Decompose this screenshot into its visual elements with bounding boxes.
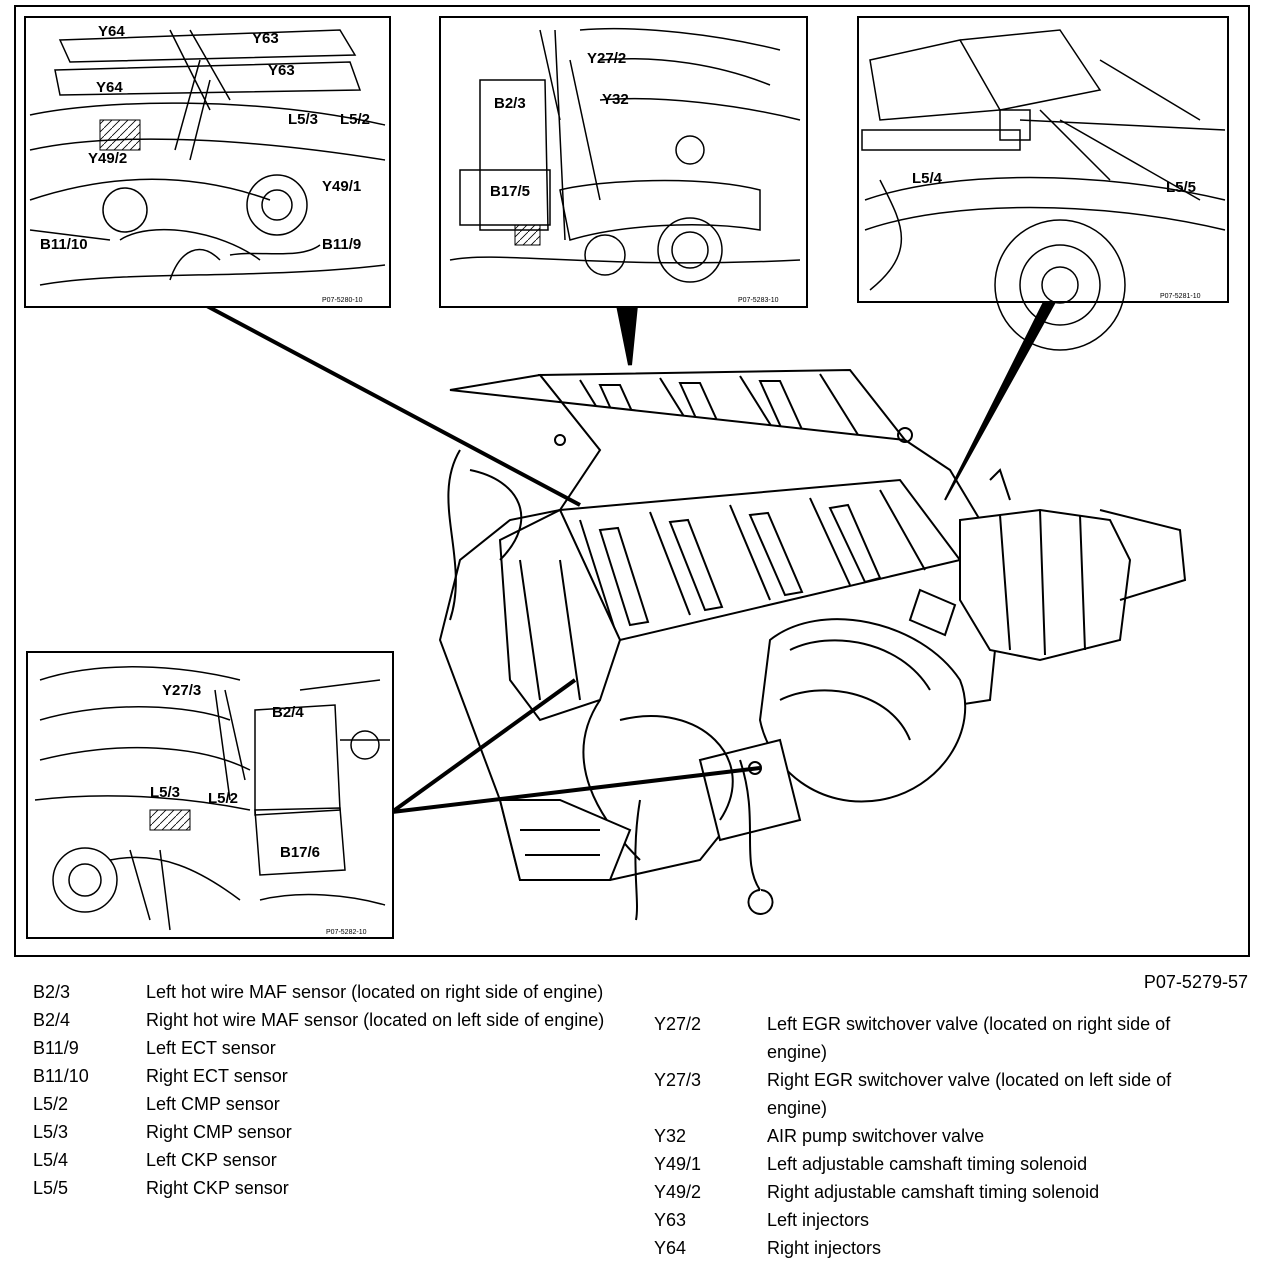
inset-label: Y63 [252, 30, 279, 47]
inset-label: L5/4 [912, 170, 943, 187]
inset-label: Y49/2 [88, 150, 127, 167]
legend-left: B2/3 Left hot wire MAF sensor (located o… [33, 978, 633, 1202]
legend-row: B11/9 Left ECT sensor [33, 1034, 633, 1062]
inset-label: L5/3 [150, 784, 180, 801]
legend-desc: Left hot wire MAF sensor (located on rig… [146, 982, 604, 1002]
inset-label: B17/6 [280, 844, 320, 861]
engine-diagram: Y64 Y63 Y63 Y64 L5/3 L5/2 Y49/2 Y49/1 B1… [24, 16, 1229, 939]
legend-row: Y27/3 Right EGR switchover valve (locate… [654, 1066, 1254, 1122]
legend-code: B2/3 [33, 982, 71, 1002]
legend-desc: Left adjustable camshaft timing solenoid [767, 1154, 1088, 1174]
legend-code: Y49/1 [654, 1154, 702, 1174]
legend-code: L5/4 [33, 1150, 69, 1170]
legend-code: Y32 [654, 1126, 687, 1146]
legend-desc: Left ECT sensor [146, 1038, 276, 1058]
inset-label: Y63 [268, 62, 295, 79]
inset-ref: P07-5280-10 [322, 297, 363, 304]
inset-label: B2/4 [272, 704, 304, 721]
legend-code: L5/2 [33, 1094, 69, 1114]
legend-row: L5/4 Left CKP sensor [33, 1146, 633, 1174]
legend-desc: Right hot wire MAF sensor (located on le… [146, 1010, 605, 1030]
legend-row: L5/3 Right CMP sensor [33, 1118, 633, 1146]
inset-label: L5/2 [208, 790, 238, 807]
legend-desc: Right CMP sensor [146, 1122, 292, 1142]
legend-row: Y49/2 Right adjustable camshaft timing s… [654, 1178, 1254, 1206]
legend-code: L5/5 [33, 1178, 69, 1198]
legend-code: L5/3 [33, 1122, 69, 1142]
figure-reference: P07-5279-57 [1143, 972, 1248, 992]
inset-label: L5/5 [1166, 179, 1196, 196]
legend-row: Y32 AIR pump switchover valve [654, 1122, 1254, 1150]
inset-ref: P07-5282-10 [326, 929, 367, 936]
legend-row: B2/3 Left hot wire MAF sensor (located o… [33, 978, 633, 1006]
inset-label: L5/2 [340, 111, 370, 128]
inset-label: Y32 [602, 91, 629, 108]
inset-label: L5/3 [288, 111, 318, 128]
legend-row: Y49/1 Left adjustable camshaft timing so… [654, 1150, 1254, 1178]
legend-code: Y27/2 [654, 1014, 702, 1034]
inset-label: Y64 [98, 23, 125, 40]
inset-label: Y27/2 [587, 50, 626, 67]
legend-code: Y63 [654, 1210, 687, 1230]
legend-code: Y49/2 [654, 1182, 702, 1202]
legend-desc: Right injectors [767, 1238, 882, 1258]
inset-label: B17/5 [490, 183, 530, 200]
inset-top-right: L5/4 L5/5 P07-5281-10 [857, 16, 1229, 351]
inset-top-left: Y64 Y63 Y63 Y64 L5/3 L5/2 Y49/2 Y49/1 B1… [24, 16, 391, 308]
inset-bottom-left: Y27/3 B2/4 L5/3 L5/2 B17/6 P07-5282-10 [26, 651, 394, 939]
diagram-frame [14, 5, 1250, 957]
legend-desc: Left CMP sensor [146, 1094, 280, 1114]
legend-code: Y64 [654, 1238, 687, 1258]
legend-row: L5/5 Right CKP sensor [33, 1174, 633, 1202]
legend-desc: Left injectors [767, 1210, 870, 1230]
inset-label: Y64 [96, 79, 123, 96]
legend-code: B11/9 [33, 1038, 79, 1058]
legend-code: B2/4 [33, 1010, 71, 1030]
inset-ref: P07-5281-10 [1160, 293, 1201, 300]
legend-desc: Right ECT sensor [146, 1066, 288, 1086]
inset-label: Y27/3 [162, 682, 201, 699]
legend-desc: Right EGR switchover valve (located on l… [767, 1070, 1172, 1118]
legend-code: Y27/3 [654, 1070, 702, 1090]
inset-top-middle: Y27/2 Y32 B2/3 B17/5 P07-5283-10 [439, 16, 808, 308]
legend-row: L5/2 Left CMP sensor [33, 1090, 633, 1118]
legend-row: Y64 Right injectors [654, 1234, 1254, 1262]
legend-desc: Left CKP sensor [146, 1150, 277, 1170]
inset-label: B11/10 [40, 236, 88, 253]
engine-drawing [438, 368, 1187, 921]
legend-right: Y27/2 Left EGR switchover valve (located… [654, 1010, 1254, 1262]
legend-row: Y27/2 Left EGR switchover valve (located… [654, 1010, 1254, 1066]
legend-row: Y63 Left injectors [654, 1206, 1254, 1234]
legend-row: B2/4 Right hot wire MAF sensor (located … [33, 1006, 633, 1034]
inset-ref: P07-5283-10 [738, 297, 779, 304]
legend-desc: Left EGR switchover valve (located on ri… [767, 1014, 1171, 1062]
legend-code: B11/10 [33, 1066, 89, 1086]
inset-label: B2/3 [494, 95, 526, 112]
legend-row: B11/10 Right ECT sensor [33, 1062, 633, 1090]
legend-desc: AIR pump switchover valve [767, 1126, 985, 1146]
legend-desc: Right CKP sensor [146, 1178, 289, 1198]
legend-desc: Right adjustable camshaft timing solenoi… [767, 1182, 1100, 1202]
inset-label: Y49/1 [322, 178, 361, 195]
inset-label: B11/9 [322, 236, 361, 253]
callout-leaders [204, 298, 1057, 814]
